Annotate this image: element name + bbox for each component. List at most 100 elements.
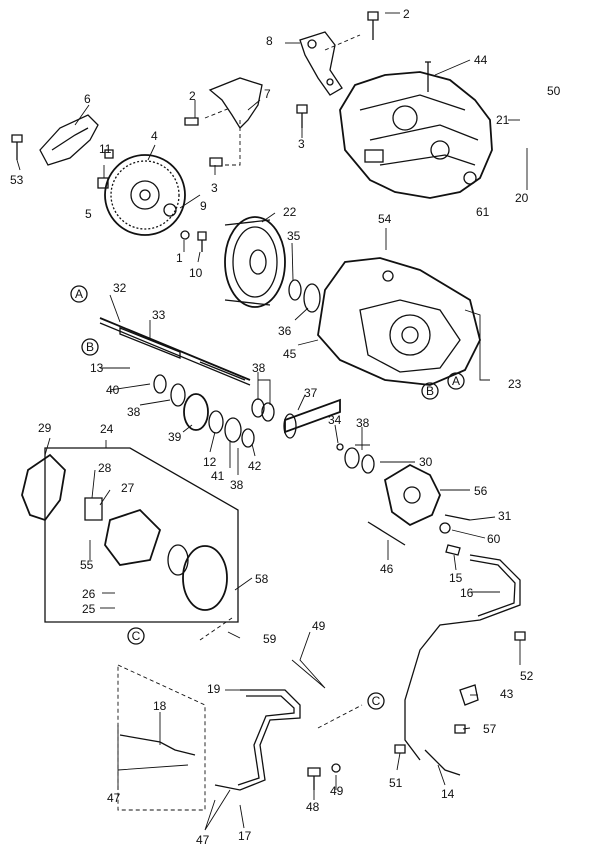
part-label: 22 <box>283 205 297 219</box>
end-cover-56 <box>383 463 441 527</box>
part-label: 24 <box>100 422 114 436</box>
flywheel-4 <box>104 154 186 236</box>
small-parts-1-9-10 <box>11 117 223 252</box>
ref-mark-a-right: A <box>447 372 465 390</box>
part-label: 27 <box>121 481 135 495</box>
bolts-right-bottom <box>394 631 526 754</box>
ref-mark-c-right: C <box>367 692 385 710</box>
pipe-assembly-19 <box>214 689 301 791</box>
part-label: 50 <box>547 84 561 98</box>
part-label: 2 <box>189 89 196 103</box>
leader-lines <box>16 12 528 831</box>
pipe-18 <box>119 734 196 756</box>
plate-6 <box>39 114 99 166</box>
part-label: 36 <box>278 324 292 338</box>
part-label: 21 <box>496 113 510 127</box>
bracket-43 <box>459 684 479 706</box>
bolt-3-top <box>296 104 308 128</box>
part-label: 53 <box>10 173 24 187</box>
part-label: 35 <box>287 229 301 243</box>
part-labels: 1 2 2 3 3 4 5 6 7 8 9 10 11 12 13 14 15 … <box>10 7 561 847</box>
part-label: 33 <box>152 308 166 322</box>
torque-converter-22 <box>224 216 286 308</box>
gasket-29 <box>21 453 66 522</box>
reference-marks: A A B B C C <box>70 285 465 710</box>
part-label: 3 <box>211 181 218 195</box>
ref-mark-b-right: B <box>421 382 439 400</box>
part-label: 40 <box>106 383 120 397</box>
part-label: 59 <box>263 632 277 646</box>
svg-text:A: A <box>452 374 460 388</box>
ref-mark-c-left: C <box>127 627 145 645</box>
part-label: 41 <box>211 469 225 483</box>
bolt-2-top <box>367 11 379 40</box>
bolt-48-49 <box>307 763 341 790</box>
output-shaft-37 <box>283 398 341 439</box>
part-label: 45 <box>283 347 297 361</box>
part-label: 31 <box>498 509 512 523</box>
part-label: 57 <box>483 722 497 736</box>
svg-text:C: C <box>372 694 381 708</box>
part-label: 26 <box>82 587 96 601</box>
part-label: 60 <box>487 532 501 546</box>
bracket-7 <box>208 77 263 130</box>
part-label: 12 <box>203 455 217 469</box>
part-label: 16 <box>460 586 474 600</box>
svg-text:B: B <box>86 340 94 354</box>
part-label: 4 <box>151 129 158 143</box>
part-label: 3 <box>298 137 305 151</box>
input-shaft-32-33 <box>99 317 251 386</box>
oil-line-16 <box>404 554 521 761</box>
part-label: 38 <box>230 478 244 492</box>
stud-46 <box>367 521 406 546</box>
part-label: 44 <box>474 53 488 67</box>
svg-text:C: C <box>132 629 141 643</box>
part-label: 52 <box>520 669 534 683</box>
part-label: 18 <box>153 699 167 713</box>
bearings-38-right <box>336 443 375 474</box>
part-label: 38 <box>356 416 370 430</box>
part-label: 11 <box>99 142 112 156</box>
seal-35-36 <box>288 279 321 313</box>
line-14 <box>424 749 461 776</box>
mount-bracket-8 <box>299 31 343 96</box>
part-label: 5 <box>85 207 92 221</box>
part-label: 28 <box>98 461 112 475</box>
part-label: 30 <box>419 455 433 469</box>
part-label: 17 <box>238 829 252 843</box>
part-label: 49 <box>330 784 344 798</box>
ref-mark-a-left: A <box>70 285 88 303</box>
part-label: 43 <box>500 687 514 701</box>
part-label: 29 <box>38 421 52 435</box>
part-label: 56 <box>474 484 488 498</box>
part-label: 42 <box>248 459 262 473</box>
dashed-connectors <box>199 34 363 729</box>
part-label: 20 <box>515 191 529 205</box>
part-label: 14 <box>441 787 455 801</box>
part-label: 2 <box>403 7 410 21</box>
part-label: 47 <box>107 791 121 805</box>
part-label: 10 <box>189 266 203 280</box>
part-label: 48 <box>306 800 320 814</box>
part-label: 39 <box>168 430 182 444</box>
part-label: 55 <box>80 558 94 572</box>
part-label: 38 <box>127 405 141 419</box>
part-label: 49 <box>312 619 326 633</box>
svg-text:B: B <box>426 384 434 398</box>
part-label: 58 <box>255 572 269 586</box>
part-label: 46 <box>380 562 394 576</box>
transaxle-case-assembly <box>339 61 493 199</box>
svg-text:A: A <box>75 287 83 301</box>
part-label: 34 <box>328 413 342 427</box>
part-label: 7 <box>264 87 271 101</box>
part-label: 6 <box>84 92 91 106</box>
part-label: 47 <box>196 833 210 847</box>
part-label: 32 <box>113 281 127 295</box>
clutch-housing-23 <box>317 257 481 386</box>
part-label: 19 <box>207 682 221 696</box>
part-label: 25 <box>82 602 96 616</box>
part-label: 15 <box>449 571 463 585</box>
part-label: 37 <box>304 386 318 400</box>
part-label: 61 <box>476 205 490 219</box>
